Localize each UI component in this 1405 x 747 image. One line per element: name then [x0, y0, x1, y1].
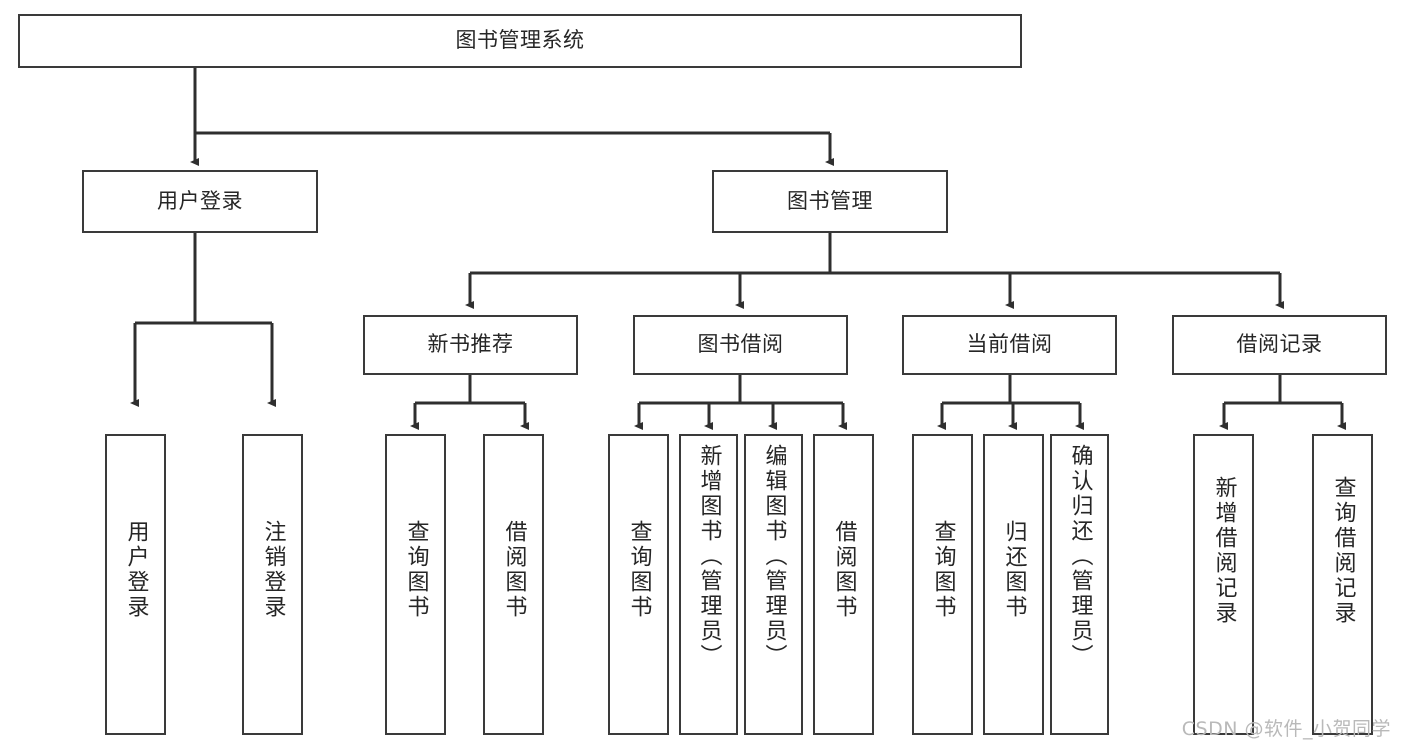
node-label: 借阅记录: [1236, 332, 1323, 357]
leaf-borrow-book-1[interactable]: 借阅图书: [483, 434, 544, 735]
node-label: 查询图书: [930, 520, 956, 620]
node-label: 用户登录: [123, 520, 149, 620]
node-label: 用户登录: [157, 188, 243, 213]
node-current-borrow[interactable]: 当前借阅: [902, 315, 1117, 375]
leaf-edit-book-admin[interactable]: 编辑图书（管理员）: [744, 434, 803, 735]
node-label: 归还图书: [1001, 520, 1027, 620]
node-label: 新增图书（管理员）: [696, 444, 722, 669]
node-label: 图书管理: [787, 188, 873, 213]
node-label: 当前借阅: [966, 332, 1053, 357]
node-label: 注销登录: [260, 520, 286, 620]
node-label: 确认归还（管理员）: [1067, 444, 1093, 669]
node-label: 编辑图书（管理员）: [761, 444, 787, 669]
leaf-user-login[interactable]: 用户登录: [105, 434, 166, 735]
node-label: 借阅图书: [831, 520, 857, 620]
csdn-watermark: CSDN @软件_小贺同学: [1181, 718, 1391, 740]
leaf-borrow-book-2[interactable]: 借阅图书: [813, 434, 874, 735]
node-new-book-recommend[interactable]: 新书推荐: [363, 315, 578, 375]
leaf-query-book-1[interactable]: 查询图书: [385, 434, 446, 735]
node-user-login[interactable]: 用户登录: [82, 170, 318, 233]
node-label: 图书借阅: [697, 332, 784, 357]
node-label: 新书推荐: [427, 332, 514, 357]
node-label: 查询借阅记录: [1330, 476, 1356, 626]
node-label: 图书管理系统: [455, 28, 585, 53]
node-label: 查询图书: [626, 520, 652, 620]
node-label: 借阅图书: [501, 520, 527, 620]
node-book-manage[interactable]: 图书管理: [712, 170, 948, 233]
node-label: 新增借阅记录: [1211, 476, 1237, 626]
node-root-system[interactable]: 图书管理系统: [18, 14, 1022, 68]
node-label: 查询图书: [403, 520, 429, 620]
node-book-borrow[interactable]: 图书借阅: [633, 315, 848, 375]
leaf-add-book-admin[interactable]: 新增图书（管理员）: [679, 434, 738, 735]
leaf-query-borrow-record[interactable]: 查询借阅记录: [1312, 434, 1373, 735]
leaf-add-borrow-record[interactable]: 新增借阅记录: [1193, 434, 1254, 735]
leaf-query-book-3[interactable]: 查询图书: [912, 434, 973, 735]
leaf-logout-login[interactable]: 注销登录: [242, 434, 303, 735]
node-borrow-record[interactable]: 借阅记录: [1172, 315, 1387, 375]
leaf-confirm-return-admin[interactable]: 确认归还（管理员）: [1050, 434, 1109, 735]
leaf-return-book[interactable]: 归还图书: [983, 434, 1044, 735]
leaf-query-book-2[interactable]: 查询图书: [608, 434, 669, 735]
